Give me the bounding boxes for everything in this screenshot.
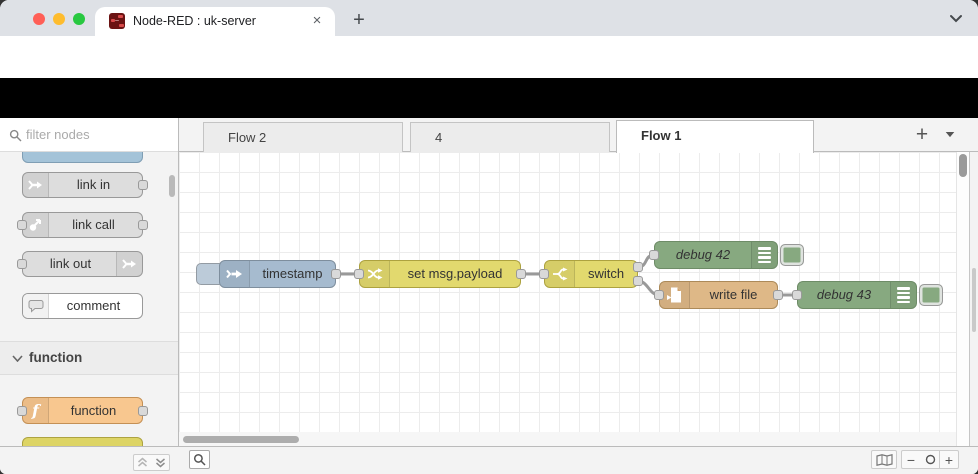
minimize-window-button[interactable] <box>53 13 65 25</box>
new-tab-button[interactable]: + <box>353 9 365 31</box>
function-f-glyph: f <box>32 401 39 420</box>
flow-tab-flow2[interactable]: Flow 2 <box>203 122 403 152</box>
palette-node-link-out[interactable]: link out <box>22 251 143 277</box>
node-red-header: Node-RED Deploy <box>0 78 978 190</box>
switch-fork-icon <box>545 261 575 287</box>
palette-search[interactable] <box>0 118 178 152</box>
link-call-icon <box>23 213 49 237</box>
function-icon: f <box>23 398 49 423</box>
palette-node-partial-top[interactable] <box>22 152 143 163</box>
palette-node-label: link call <box>72 217 115 232</box>
browser-titlebar: Node-RED : uk-server × + <box>0 0 978 36</box>
flow-node-write-file[interactable]: write file <box>659 281 778 309</box>
flow-node-debug43[interactable]: debug 43 <box>797 281 917 309</box>
file-icon <box>660 282 690 308</box>
tab-close-icon[interactable]: × <box>312 12 322 29</box>
palette-collapse-all-button[interactable] <box>133 454 152 471</box>
palette-node-link-in[interactable]: link in <box>22 172 143 198</box>
palette-node-link-call[interactable]: link call <box>22 212 143 238</box>
link-in-icon <box>23 173 49 197</box>
window-scroll-thumb[interactable] <box>972 268 976 332</box>
zoom-out-glyph: − <box>906 451 916 468</box>
flow-node-label: set msg.payload <box>407 266 503 281</box>
palette-port <box>17 406 27 416</box>
close-window-button[interactable] <box>33 13 45 25</box>
flow-tab-label: Flow 1 <box>641 128 682 143</box>
palette-node-label: comment <box>66 298 121 313</box>
filter-nodes-input[interactable] <box>26 118 166 151</box>
node-input-port[interactable] <box>792 290 802 300</box>
palette-port <box>17 259 27 269</box>
palette-node-label: link out <box>49 256 92 271</box>
flow-list-chevron-icon[interactable] <box>945 132 955 138</box>
browser-tab[interactable]: Node-RED : uk-server × <box>95 7 335 36</box>
canvas-vscroll-thumb[interactable] <box>959 154 967 177</box>
navigator-map-button[interactable] <box>871 450 897 469</box>
debug-sidebar-icon <box>890 282 916 308</box>
node-red-favicon <box>109 13 125 29</box>
palette-node-comment[interactable]: comment <box>22 293 143 319</box>
flow-node-label: switch <box>587 266 625 281</box>
palette-port <box>138 180 148 190</box>
flow-node-debug42[interactable]: debug 42 <box>654 241 778 269</box>
palette-node-label: link in <box>76 177 111 192</box>
comment-icon <box>23 294 49 318</box>
canvas-hscroll-thumb[interactable] <box>183 436 299 443</box>
palette-category-function[interactable]: function <box>0 341 178 375</box>
zoom-reset-button[interactable] <box>920 450 940 469</box>
category-chevron-down-icon <box>12 355 23 362</box>
palette-node-partial-bottom[interactable] <box>22 437 143 446</box>
flow-tab-label: Flow 2 <box>228 130 267 145</box>
flow-node-inject[interactable]: timestamp <box>219 260 336 288</box>
add-flow-button[interactable]: + <box>915 123 929 146</box>
palette-port <box>138 406 148 416</box>
palette-port <box>17 220 27 230</box>
browser-tab-title: Node-RED : uk-server <box>133 14 256 28</box>
change-shuffle-icon <box>360 261 390 287</box>
node-output-port[interactable] <box>633 262 643 272</box>
palette-node-function[interactable]: f function <box>22 397 143 424</box>
flow-tab-flow1-active[interactable]: Flow 1 <box>616 120 814 153</box>
zoom-in-button[interactable]: + <box>939 450 959 469</box>
palette-expand-all-button[interactable] <box>151 454 170 471</box>
node-output-port[interactable] <box>516 269 526 279</box>
flow-node-label: debug 43 <box>816 287 872 302</box>
link-out-icon <box>116 252 142 276</box>
inject-icon <box>220 261 250 287</box>
zoom-out-button[interactable]: − <box>901 450 921 469</box>
flow-node-change[interactable]: set msg.payload <box>359 260 521 288</box>
flow-tab-bar: Flow 2 4 Flow 1 + <box>179 118 978 153</box>
node-input-port[interactable] <box>354 269 364 279</box>
flow-node-switch[interactable]: switch <box>544 260 638 288</box>
fullscreen-window-button[interactable] <box>73 13 85 25</box>
node-output-port[interactable] <box>773 290 783 300</box>
flow-node-label: write file <box>709 287 758 302</box>
node-output-port[interactable] <box>331 269 341 279</box>
flow-tab-4[interactable]: 4 <box>410 122 610 152</box>
palette-category-label: function <box>29 350 83 365</box>
palette-port <box>138 220 148 230</box>
palette-node-label: function <box>70 403 117 418</box>
canvas-vscroll-track <box>956 152 969 446</box>
node-input-port[interactable] <box>654 290 664 300</box>
tab-strip-chevron-down-icon[interactable] <box>946 11 966 27</box>
debug-sidebar-icon <box>751 242 777 268</box>
node-input-port[interactable] <box>649 250 659 260</box>
node-input-port[interactable] <box>539 269 549 279</box>
flow-node-label: timestamp <box>262 266 323 281</box>
canvas-search-button[interactable] <box>189 450 210 469</box>
flow-tab-label: 4 <box>435 130 443 145</box>
search-icon <box>9 129 22 142</box>
palette-node-list: link in link call link out comment funct… <box>0 152 178 446</box>
canvas-hscroll-track <box>179 432 956 446</box>
zoom-in-glyph: + <box>944 451 954 468</box>
node-output-port[interactable] <box>633 276 643 286</box>
debug-toggle-button[interactable] <box>780 244 804 266</box>
flow-node-label: debug 42 <box>675 247 731 262</box>
browser-toolbar: ← → Not Secure uk-server:2718/#flow/a5d5… <box>0 36 978 109</box>
palette-scrollbar-thumb[interactable] <box>169 175 175 197</box>
debug-toggle-button[interactable] <box>919 284 943 306</box>
